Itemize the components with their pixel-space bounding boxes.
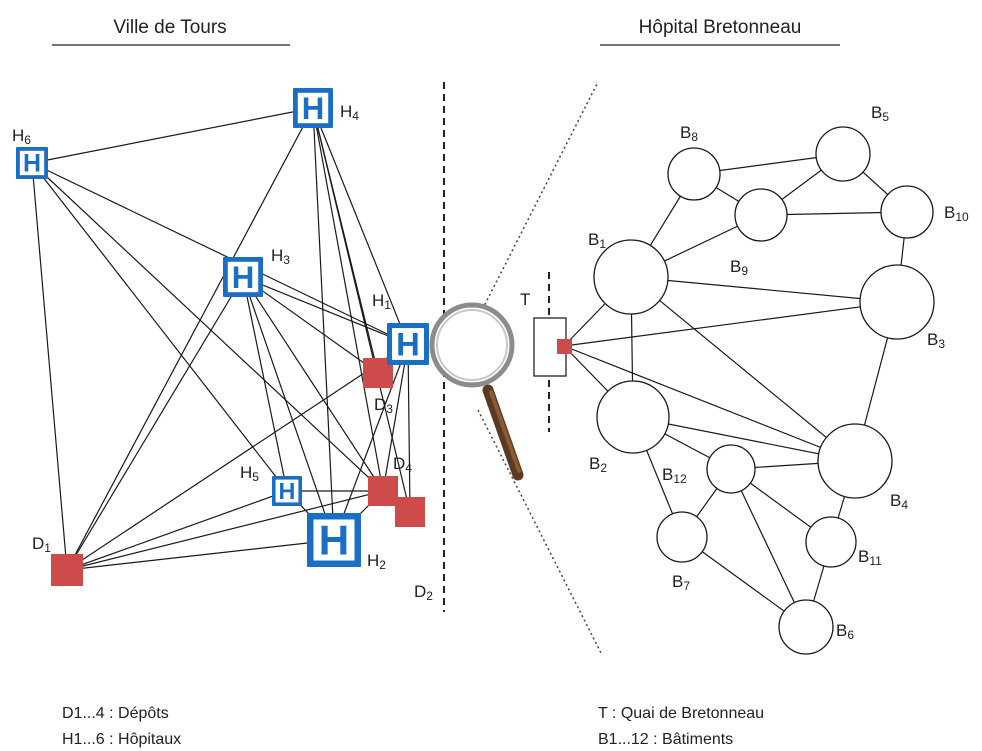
building-node-b4 [817, 423, 893, 499]
city-edge-H4-H1 [312, 107, 409, 345]
building-label-b5: B5 [871, 103, 889, 124]
city-edge-H3-D4 [242, 276, 384, 492]
depot-label-d3: D3 [374, 395, 393, 416]
depot-label-d2: D2 [414, 582, 433, 603]
building-node-b1 [593, 239, 669, 315]
hospital-label-h5: H5 [240, 463, 259, 484]
city-edge-D1-H2 [66, 539, 335, 571]
building-label-b1: B1 [588, 230, 606, 251]
building-node-b6 [778, 599, 834, 655]
svg-text:H: H [302, 91, 325, 126]
depot-marker-d4 [368, 476, 398, 506]
right-title: Hôpital Bretonneau [639, 17, 802, 38]
city-edge-H3-D3 [242, 276, 379, 374]
city-edge-H6-H5 [31, 162, 288, 492]
hospital-label-h4: H4 [340, 102, 359, 123]
building-label-b4: B4 [890, 491, 908, 512]
depot-marker-d1 [51, 554, 83, 586]
city-edge-H1-D2 [407, 343, 411, 513]
city-edge-H6-H1 [31, 162, 409, 345]
legend-left-line-2: H1...6 : Hôpitaux [62, 731, 181, 748]
hospital-icon-h6: H [16, 147, 48, 179]
hospital-label-h1: H1 [372, 291, 391, 312]
zoom-projection-line-top [477, 81, 599, 319]
city-edge-H1-H2 [333, 343, 409, 541]
city-edge-H1-D4 [382, 343, 409, 492]
building-node-b2 [596, 380, 670, 454]
depot-label-d1: D1 [32, 534, 51, 555]
building-label-b10: B10 [944, 203, 969, 224]
legend-right-line-1: T : Quai de Bretonneau [598, 705, 764, 722]
city-edge-H6-D1 [31, 162, 68, 571]
city-edge-D1-H5 [66, 490, 288, 571]
hospital-label-h6: H6 [12, 126, 31, 147]
hospital-icon-h3: H [223, 257, 263, 297]
zoom-projection-line-bottom [477, 409, 603, 656]
hospital-icon-h5: H [272, 476, 302, 506]
city-edge-H4-H2 [312, 107, 335, 541]
city-edge-D1-D4 [66, 490, 384, 571]
hospital-edge-B2-B4 [632, 416, 856, 462]
building-label-b7: B7 [672, 572, 690, 593]
building-label-b2: B2 [589, 454, 607, 475]
city-edge-H4-D1 [66, 107, 314, 571]
city-edges [31, 107, 411, 571]
hospital-edge-B1-B3 [630, 276, 898, 303]
city-edge-H3-H1 [242, 276, 409, 345]
building-node-b8 [667, 147, 721, 201]
city-edge-H6-H4 [31, 107, 314, 164]
svg-text:H: H [23, 150, 41, 178]
building-node-b7 [656, 511, 708, 563]
building-label-b3: B3 [927, 330, 945, 351]
city-edge-H1-D1 [66, 343, 409, 571]
depot-label-d4: D4 [393, 454, 412, 475]
city-edge-H3-H5 [242, 276, 288, 492]
building-node-b5 [815, 126, 871, 182]
magnifying-glass-icon [429, 302, 524, 481]
hospital-label-h3: H3 [271, 246, 290, 267]
city-edge-H4-D4 [312, 107, 384, 492]
svg-text:H: H [396, 325, 420, 362]
legend-left-line-1: D1...4 : Dépôts [62, 705, 169, 722]
building-node-b3 [859, 264, 935, 340]
left-title: Ville de Tours [113, 17, 226, 38]
hospital-edge-T-B4 [563, 345, 856, 462]
city-edge-H3-D1 [66, 276, 244, 571]
building-node-b9 [734, 188, 788, 242]
terminal-label: T [520, 290, 530, 309]
building-label-b11: B11 [858, 547, 882, 568]
building-label-b6: B6 [836, 621, 854, 642]
hospital-icon-h1: H [387, 323, 429, 365]
svg-text:H: H [319, 517, 349, 564]
city-edge-H4-D2 [312, 107, 411, 513]
building-label-b9: B9 [730, 257, 748, 278]
depot-marker-d2 [395, 497, 425, 527]
terminal-marker [557, 339, 572, 354]
hospital-icon-h2: H [307, 513, 361, 567]
svg-text:H: H [232, 260, 255, 295]
hospital-edge-T-B3 [563, 301, 898, 347]
building-node-b12 [706, 444, 756, 494]
hospital-icon-h4: H [293, 88, 333, 128]
building-label-b12: B12 [662, 465, 687, 486]
hospital-label-h2: H2 [367, 551, 386, 572]
hospital-edge-B12-B6 [730, 468, 807, 628]
legend-right-line-2: B1...12 : Bâtiments [598, 731, 733, 748]
building-node-b11 [805, 516, 857, 568]
hospital-edge-B1-B4 [630, 276, 856, 462]
svg-text:H: H [279, 478, 296, 504]
city-edge-H6-D4 [31, 162, 384, 492]
building-label-b8: B8 [680, 123, 698, 144]
city-edge-H3-H2 [242, 276, 335, 541]
building-node-b10 [880, 185, 934, 239]
